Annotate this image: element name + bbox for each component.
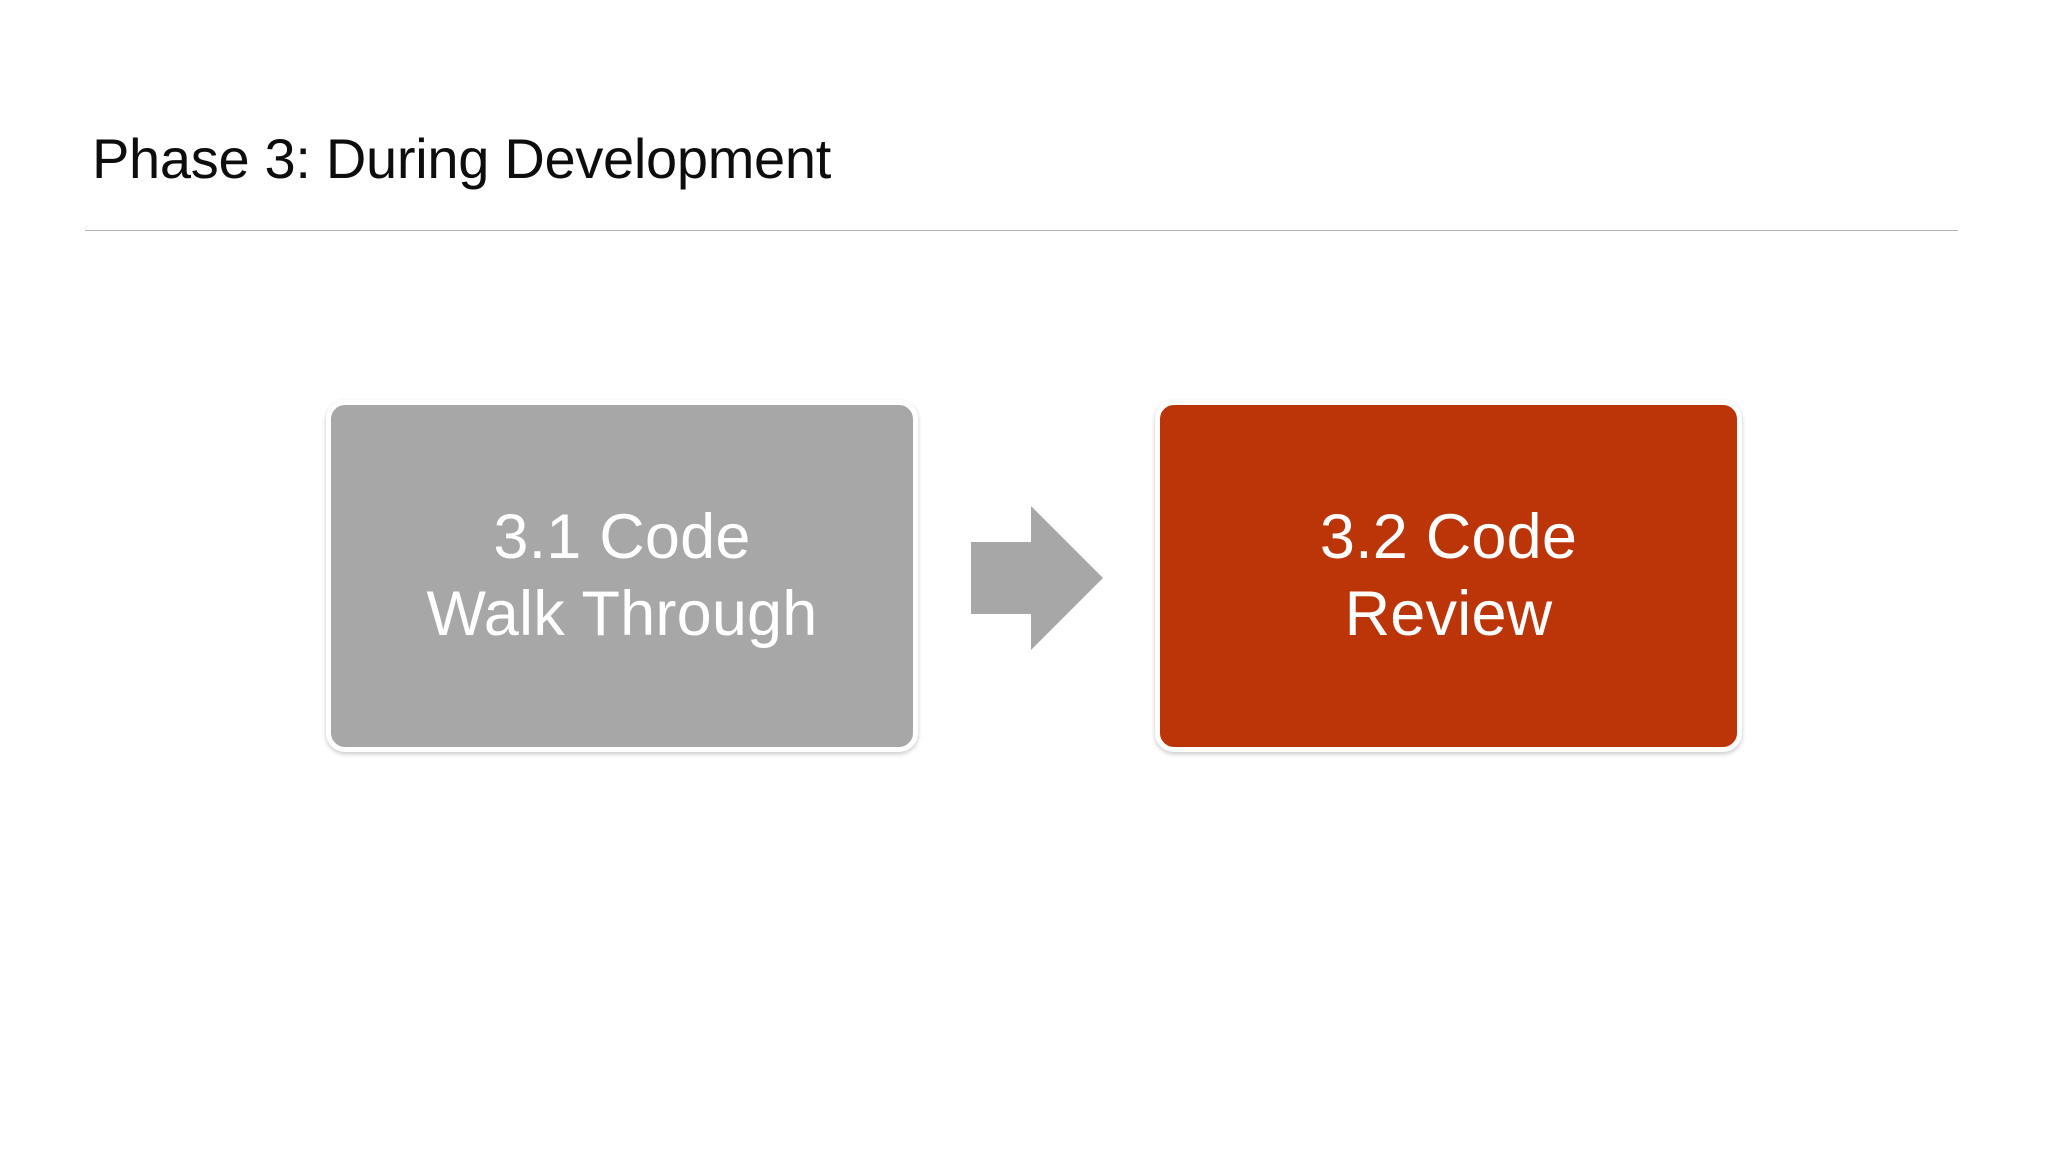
flow-node-label-line2: Walk Through [426, 579, 818, 649]
arrow-right-icon [971, 506, 1103, 650]
flow-node-label-line1: 3.2 Code [1319, 502, 1578, 573]
flow-node-label-line1: 3.1 Code [493, 502, 751, 573]
flow-node-label-line2: Review [1344, 579, 1553, 649]
title-divider-rule [85, 230, 1958, 231]
page-title: Phase 3: During Development [92, 127, 831, 190]
